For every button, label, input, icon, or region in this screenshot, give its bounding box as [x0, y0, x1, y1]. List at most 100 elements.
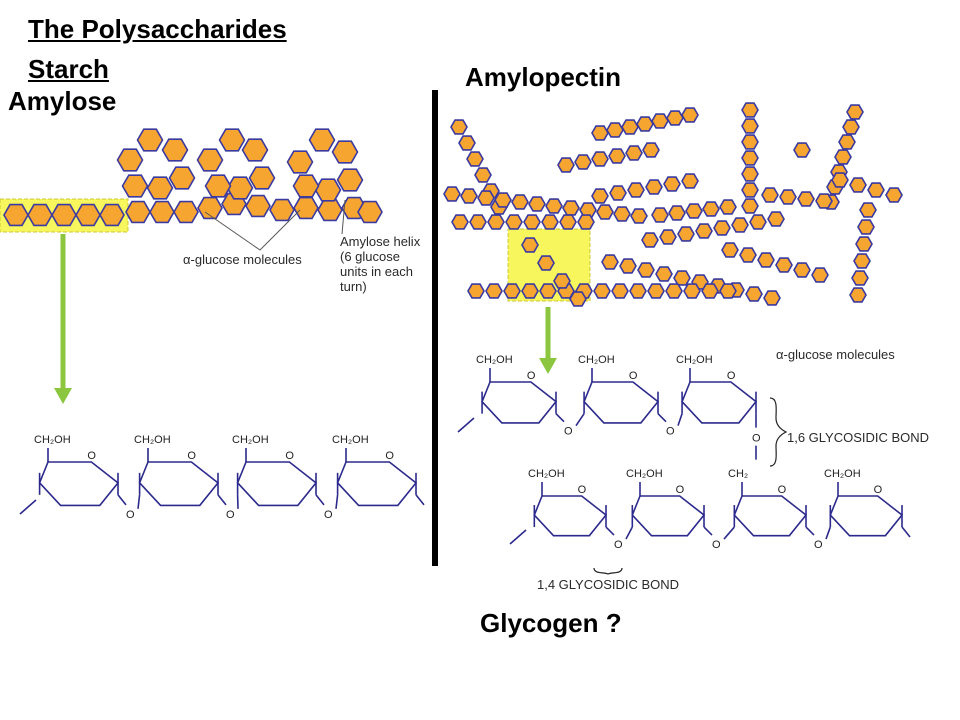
glucose-hexagon-icon — [849, 177, 867, 193]
glucose-hexagon-icon — [621, 119, 639, 135]
chain-end-right — [901, 526, 911, 538]
chain-end-left — [19, 499, 37, 515]
glucose-hexagons — [3, 102, 903, 307]
amylopectin-down-arrow-icon — [539, 358, 557, 374]
glycosidic-bond — [605, 526, 615, 536]
glucose-hexagon-icon — [673, 270, 691, 286]
glucose-ring — [631, 495, 706, 537]
ch2oh-label: CH₂OH — [34, 434, 71, 446]
glucose-hexagon-icon — [574, 154, 592, 170]
glucose-hexagon-icon — [797, 191, 815, 207]
label-leader-lines — [204, 199, 346, 251]
glucose-hexagon-icon — [846, 104, 864, 120]
glucose-hexagon-icon — [557, 157, 575, 173]
glucose-ring — [533, 495, 608, 537]
glucose-hexagon-icon — [695, 223, 713, 239]
glucose-hexagon-icon — [741, 198, 759, 214]
glucose-hexagon-icon — [591, 151, 609, 167]
glucose-hexagon-icon — [851, 270, 869, 286]
glucose-hexagon-icon — [651, 207, 669, 223]
glycosidic-bond — [555, 413, 565, 423]
ring-oxygen-label: O — [874, 484, 883, 496]
glucose-hexagon-icon — [485, 283, 503, 299]
amylopectin-heading: Amylopectin — [465, 62, 622, 92]
glucose-hexagon-icon — [761, 187, 779, 203]
glucose-hexagon-icon — [357, 200, 383, 224]
bond-16-brace — [769, 397, 788, 467]
glucose-hexagon-icon — [793, 262, 811, 278]
glucose-hexagon-icon — [460, 188, 478, 204]
glucose-hexagon-icon — [749, 214, 767, 230]
ch2oh-label: CH₂OH — [578, 354, 615, 366]
glucose-hexagon-icon — [721, 242, 739, 258]
glucose-hexagon-icon — [523, 214, 541, 230]
ch2oh-label: CH₂OH — [676, 354, 713, 366]
glucose-hexagon-icon — [659, 229, 677, 245]
glucose-hexagon-icon — [611, 283, 629, 299]
amylose-helix-label: Amylose helix (6 glucose units in each t… — [340, 234, 420, 294]
ring-oxygen-label: O — [727, 370, 736, 382]
glucose-hexagon-icon — [443, 186, 461, 202]
glucose-hexagon-icon — [577, 214, 595, 230]
glucose-hexagon-icon — [834, 149, 852, 165]
ch2oh-label: CH₂ — [728, 468, 748, 480]
glucose-hexagon-icon — [637, 262, 655, 278]
glucose-hexagon-icon — [331, 140, 359, 164]
ring-oxygen-label: O — [527, 370, 536, 382]
glucose-hexagon-icon — [579, 202, 597, 218]
glucose-ring — [829, 495, 904, 537]
glucose-ring — [681, 381, 758, 424]
glucose-hexagon-icon — [719, 199, 737, 215]
glucose-hexagon-icon — [641, 232, 659, 248]
ch2oh-label: CH₂OH — [332, 434, 369, 446]
glucose-hexagon-icon — [655, 266, 673, 282]
amylose-heading: Amylose — [8, 86, 117, 116]
ring-oxygen-label: O — [578, 484, 587, 496]
glucose-hexagon-icon — [666, 110, 684, 126]
glucose-ring — [138, 461, 220, 507]
glucose-hexagon-icon — [596, 204, 614, 220]
glucose-ring — [236, 461, 318, 507]
glucose-hexagon-icon — [745, 286, 763, 302]
glucose-hexagon-icon — [3, 203, 29, 227]
glucose-hexagon-icon — [757, 252, 775, 268]
glucose-hexagon-icon — [763, 290, 781, 306]
glycosidic-bond — [137, 494, 141, 509]
glucose-hexagon-icon — [545, 198, 563, 214]
glucose-hexagon-icon — [569, 291, 587, 307]
glycosidic-bond — [677, 413, 683, 426]
glucose-hexagon-icon — [713, 220, 731, 236]
glucose-hexagon-icon — [849, 287, 867, 303]
glucose-hexagon-icon — [741, 134, 759, 150]
glucose-hexagon-icon — [173, 200, 199, 224]
glucose-ring — [583, 381, 660, 424]
glucose-hexagon-icon — [601, 254, 619, 270]
amylopectin-glucose-label: α-glucose molecules — [776, 347, 895, 362]
glucose-hexagon-icon — [317, 198, 343, 222]
ring-oxygen-label: O — [676, 484, 685, 496]
glucose-leader-line — [204, 209, 301, 251]
glycosidic-bond — [825, 526, 832, 540]
ch2oh-label: CH₂OH — [626, 468, 663, 480]
glucose-hexagon-icon — [293, 196, 319, 220]
glucose-hexagon-icon — [619, 258, 637, 274]
bond-16-label: 1,6 GLYCOSIDIC BOND — [787, 430, 930, 445]
ring-oxygen-label: O — [629, 370, 638, 382]
glucose-hexagon-icon — [487, 214, 505, 230]
glucose-hexagon-icon — [292, 174, 320, 198]
glucose-hexagon-icon — [859, 202, 877, 218]
glucose-ring — [38, 461, 120, 507]
glucose-hexagon-icon — [528, 196, 546, 212]
glycosidic-oxygen-label: O — [666, 426, 675, 438]
ch2oh-label: CH₂OH — [824, 468, 861, 480]
glucose-hexagon-icon — [647, 283, 665, 299]
glucose-hexagon-icon — [779, 189, 797, 205]
glucose-hexagon-icon — [815, 193, 833, 209]
glucose-hexagon-icon — [218, 128, 246, 152]
glucose-hexagon-icon — [521, 283, 539, 299]
glucose-hexagon-icon — [241, 138, 269, 162]
glucose-hexagon-icon — [853, 253, 871, 269]
glucose-hexagon-icon — [677, 226, 695, 242]
glycosidic-bond — [217, 494, 227, 506]
